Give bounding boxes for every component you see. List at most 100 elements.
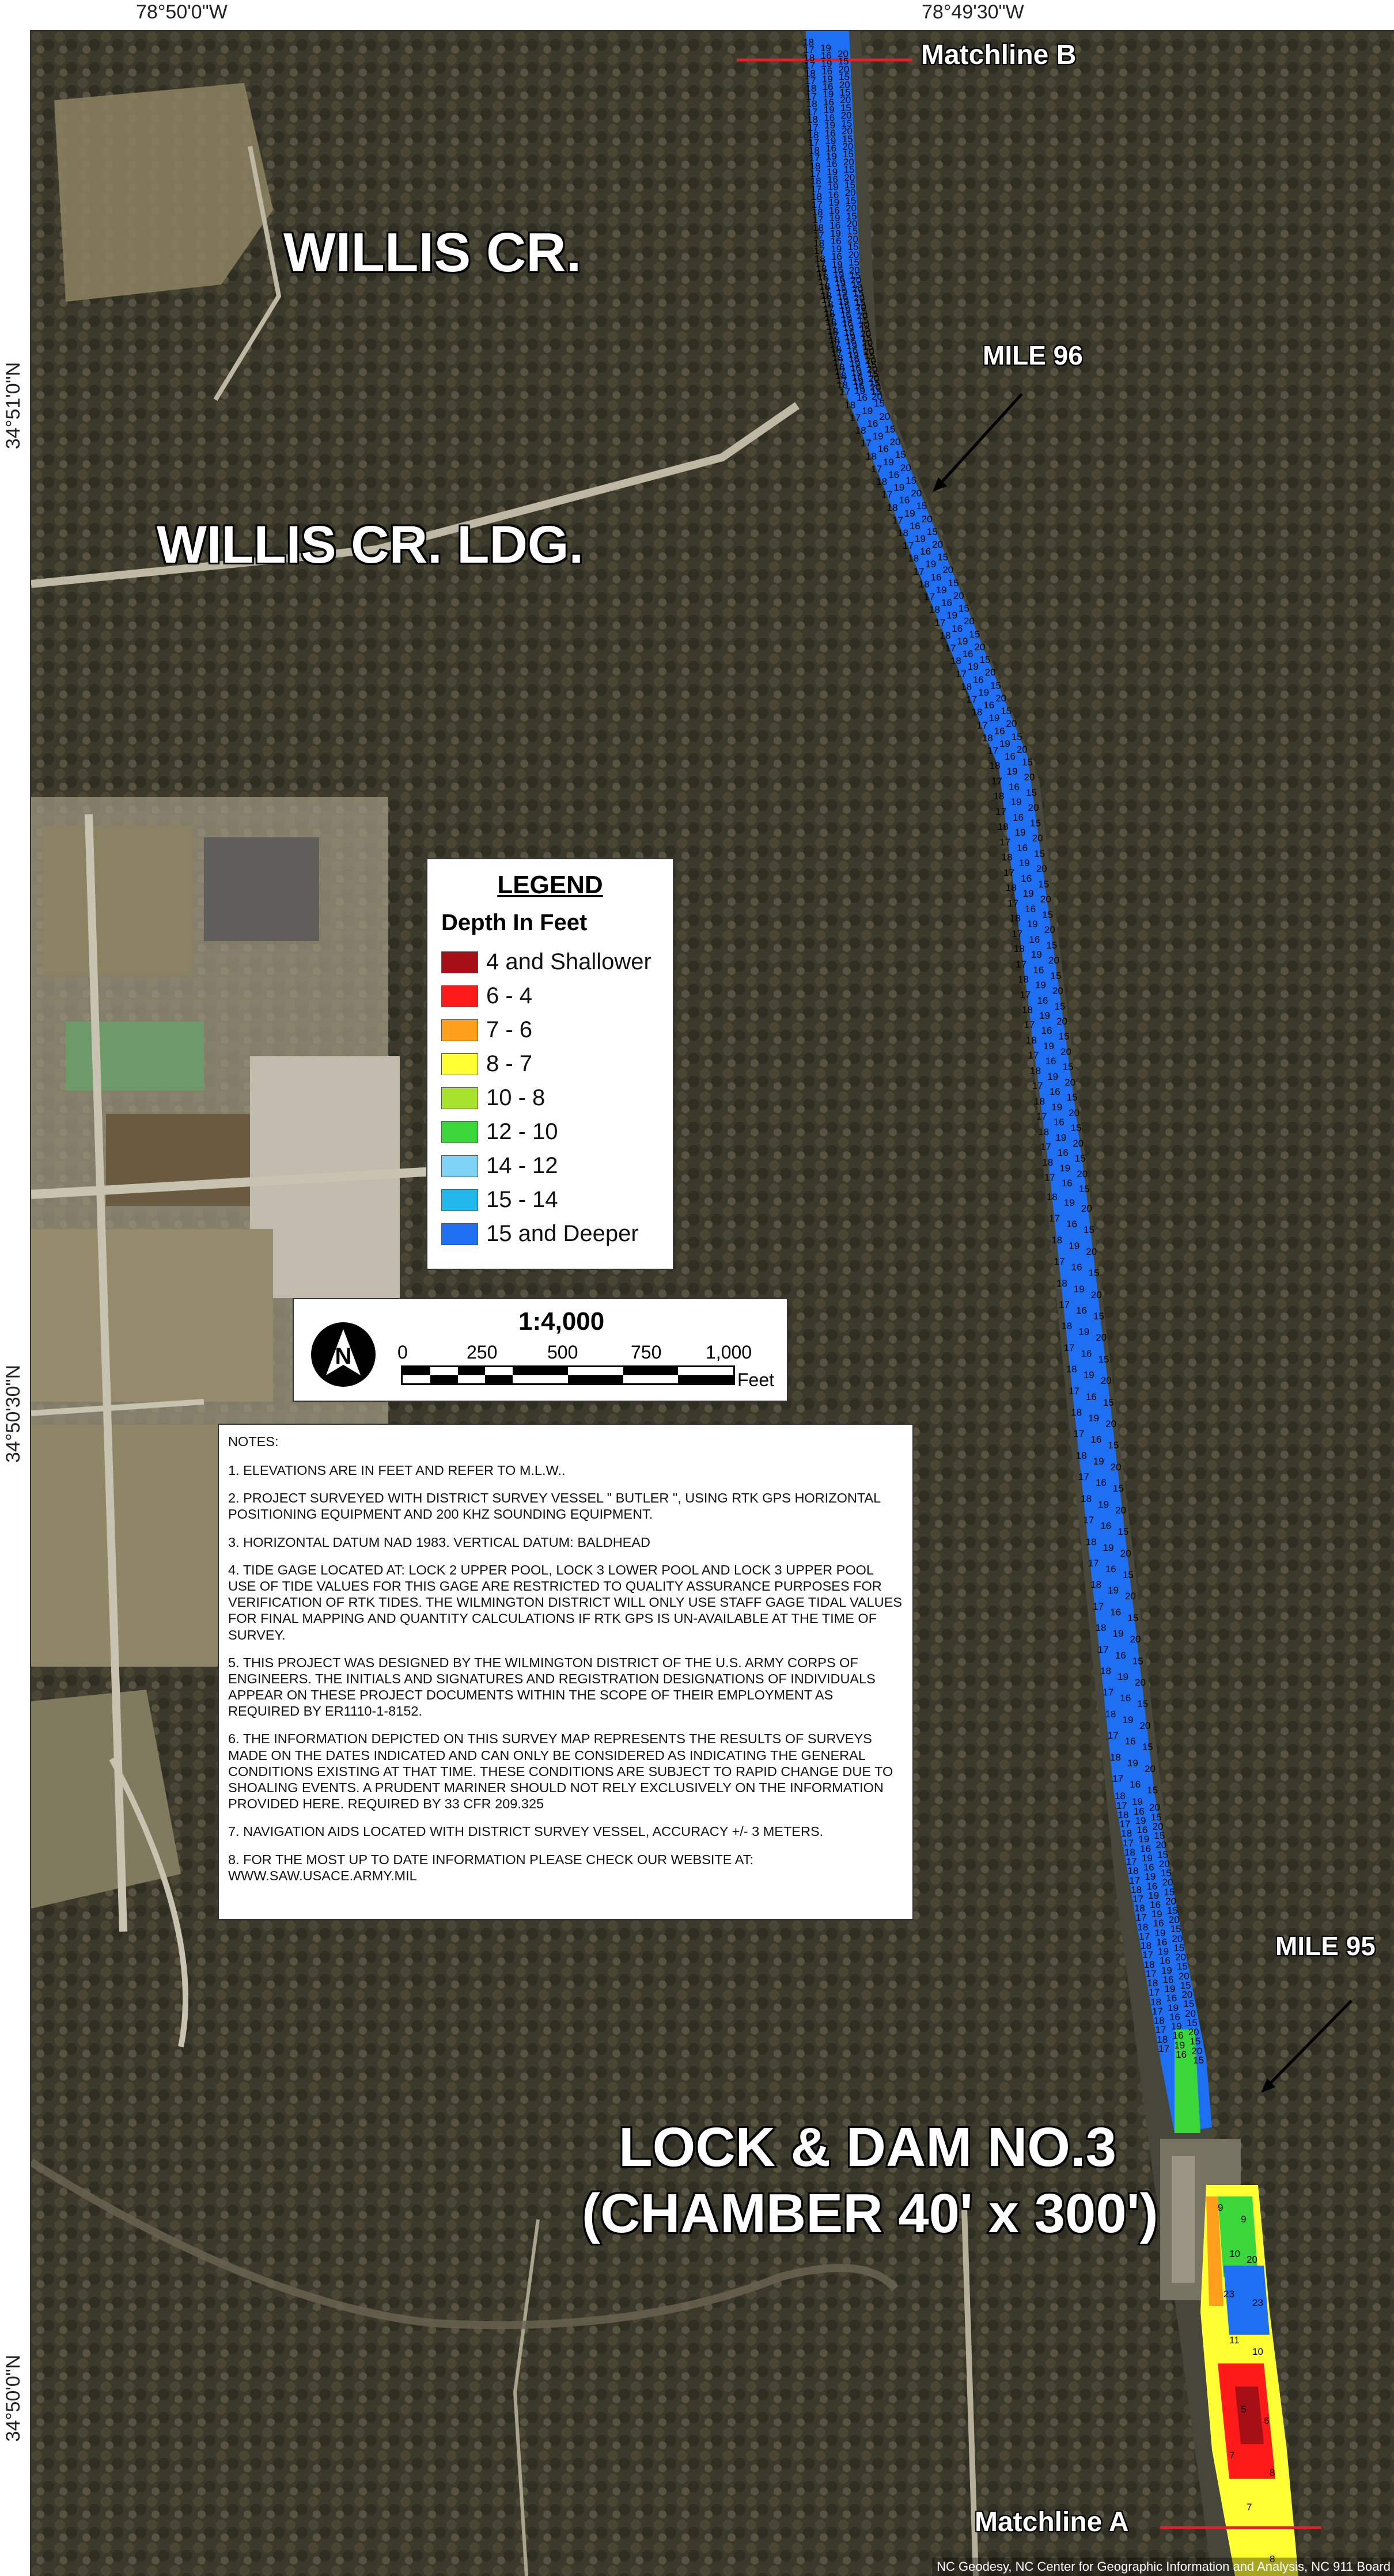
- sounding-value: 15: [1088, 1268, 1100, 1279]
- sounding-value: 15: [839, 71, 850, 83]
- sounding-value: 16: [1105, 1563, 1116, 1575]
- sounding-value: 18: [819, 281, 830, 292]
- sounding-value: 16: [857, 392, 868, 404]
- legend-swatch: [441, 951, 478, 973]
- sounding-value: 17: [1139, 1930, 1150, 1942]
- latitude-label-2: 34°50'30"N: [2, 1364, 24, 1463]
- sounding-value: 20: [900, 462, 911, 473]
- sounding-value: 17: [987, 745, 998, 756]
- sounding-value: 16: [835, 282, 847, 294]
- sounding-value: 17: [850, 412, 861, 423]
- sounding-value: 20: [1185, 2008, 1196, 2019]
- sounding-value: 17: [1149, 1987, 1160, 1998]
- sounding-value: 19: [1006, 766, 1018, 777]
- sounding-value: 15: [1084, 1224, 1094, 1236]
- sounding-value: 20: [1110, 1461, 1122, 1473]
- sounding-value: 18: [1109, 1751, 1121, 1763]
- legend-item-label: 15 - 14: [486, 1187, 558, 1212]
- sounding-value: 18: [1034, 1095, 1046, 1107]
- sounding-value: 8: [1270, 2554, 1275, 2564]
- sounding-value: 17: [1054, 1256, 1065, 1268]
- sounding-value: 20: [1188, 2027, 1199, 2038]
- sounding-value: 17: [1049, 1213, 1060, 1224]
- sounding-value: 19: [844, 331, 856, 343]
- sounding-value: 15: [1190, 2036, 1201, 2047]
- sounding-value: 19: [838, 295, 849, 307]
- legend-item: 15 and Deeper: [441, 1217, 659, 1251]
- sounding-value: 16: [983, 700, 995, 711]
- sounding-value: 17: [1032, 1080, 1043, 1092]
- sounding-value: 17: [1158, 2043, 1170, 2054]
- sounding-value: 20: [1044, 924, 1055, 936]
- sounding-value: 20: [852, 283, 863, 295]
- sounding-value: 20: [1125, 1591, 1136, 1602]
- sounding-value: 18: [997, 821, 1009, 833]
- mile-96-label: MILE 96: [983, 340, 1083, 370]
- sounding-value: 15: [1176, 1961, 1188, 1972]
- sounding-value: 15: [1180, 1979, 1191, 1991]
- sounding-value: 16: [920, 546, 931, 557]
- sounding-value: 17: [806, 106, 818, 117]
- sounding-value: 20: [860, 328, 872, 340]
- note-item: 1. ELEVATIONS ARE IN FEET AND REFER TO M…: [228, 1463, 566, 1478]
- sounding-value: 19: [1063, 1197, 1075, 1208]
- sounding-value: 19: [1078, 1326, 1090, 1338]
- sounding-value: 18: [825, 317, 837, 328]
- sounding-value: 16: [825, 143, 837, 154]
- sounding-value: 15: [1160, 1868, 1172, 1879]
- sounding-value: 19: [823, 104, 835, 116]
- sounding-value: 19: [831, 243, 842, 255]
- sounding-value: 20: [1165, 1895, 1177, 1907]
- sounding-value: 20: [839, 79, 850, 90]
- sounding-value: 17: [1044, 1172, 1055, 1183]
- legend-item: 10 - 8: [441, 1081, 659, 1115]
- sounding-value: 16: [1095, 1477, 1107, 1489]
- sounding-value: 16: [842, 318, 853, 329]
- sounding-value: 10: [1252, 2346, 1263, 2357]
- sounding-value: 19: [1148, 1890, 1160, 1901]
- sounding-value: 16: [1172, 2030, 1184, 2042]
- sounding-value: 6: [1264, 2415, 1270, 2426]
- sounding-value: 19: [823, 89, 834, 100]
- sounding-value: 16: [941, 597, 952, 609]
- notes-panel: NOTES: 1. ELEVATIONS ARE IN FEET AND REF…: [218, 1424, 914, 1920]
- sounding-value: 15: [1183, 1998, 1195, 2010]
- sounding-value: 18: [982, 732, 993, 743]
- sounding-value: 18: [855, 425, 866, 437]
- sounding-value: 19: [1069, 1240, 1080, 1251]
- sounding-value: 16: [1013, 811, 1024, 823]
- sounding-value: 20: [847, 233, 858, 245]
- note-item: 7. NAVIGATION AIDS LOCATED WITH DISTRICT…: [228, 1824, 824, 1839]
- sounding-value: 20: [1156, 1839, 1167, 1851]
- sounding-value: 17: [913, 566, 925, 577]
- legend-swatch: [441, 1053, 478, 1075]
- sounding-value: 18: [1042, 1156, 1054, 1168]
- sounding-value: 15: [858, 314, 869, 326]
- sounding-value: 19: [1164, 1983, 1176, 1995]
- sounding-value: 20: [1032, 833, 1043, 844]
- sounding-value: 15: [1074, 1153, 1086, 1164]
- sounding-value: 18: [804, 52, 815, 63]
- note-item: 6. THE INFORMATION DEPICTED ON THIS SURV…: [228, 1731, 893, 1812]
- sounding-value: 20: [1065, 1076, 1076, 1088]
- legend-item: 15 - 14: [441, 1183, 659, 1217]
- sounding-value: 18: [908, 553, 919, 564]
- legend-item: 6 - 4: [441, 979, 659, 1013]
- sounding-value: 18: [1056, 1277, 1067, 1289]
- sounding-value: 20: [1247, 2254, 1257, 2265]
- sounding-value: 18: [1005, 882, 1017, 894]
- sounding-value: 17: [834, 366, 846, 377]
- sounding-value: 17: [814, 245, 825, 257]
- sounding-value: 18: [808, 129, 819, 141]
- sounding-value: 20: [1028, 802, 1039, 814]
- sounding-value: 15: [1137, 1698, 1149, 1710]
- sounding-value: 15: [1103, 1397, 1114, 1408]
- sounding-value: 19: [1022, 888, 1034, 900]
- sounding-value: 19: [1073, 1283, 1085, 1295]
- sounding-value: 15: [1147, 1785, 1158, 1796]
- sounding-value: 18: [971, 707, 983, 718]
- note-item: 5. THIS PROJECT WAS DESIGNED BY THE WILM…: [228, 1655, 876, 1719]
- sounding-value: 17: [1093, 1600, 1104, 1612]
- sounding-value: 19: [1083, 1369, 1094, 1381]
- sounding-value: 19: [829, 227, 841, 239]
